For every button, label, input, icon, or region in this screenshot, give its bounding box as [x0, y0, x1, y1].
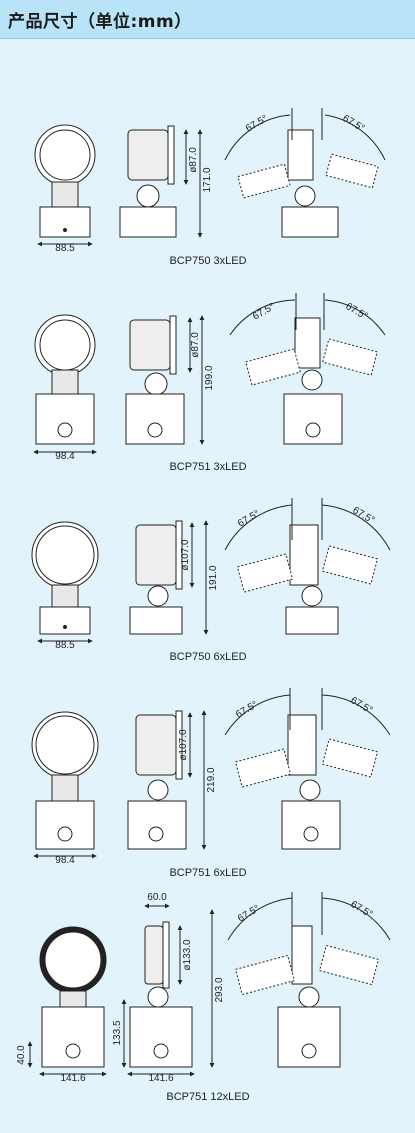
product-5-front-view	[39, 926, 107, 1068]
product-5-width2-label: 141.6	[148, 1073, 173, 1084]
product-1-dia-label: ø87.0	[188, 147, 199, 173]
product-5-base-h-label: 40.0	[16, 1045, 27, 1065]
product-5-angle-left: 67.5°	[236, 903, 262, 924]
product-2-dims	[33, 315, 205, 455]
product-1-side-view	[119, 125, 177, 238]
product-5-dia-label: ø133.0	[182, 939, 193, 971]
product-4-angle-left: 67.5°	[234, 699, 260, 720]
product-1-caption: BCP750 3xLED	[169, 255, 246, 267]
product-5-caption: BCP751 12xLED	[166, 1091, 249, 1103]
product-2-tilt-view	[229, 293, 386, 445]
product-4-front-view	[31, 711, 99, 850]
product-4-caption: BCP751 6xLED	[169, 867, 246, 879]
product-2-angle-right: 67.5°	[344, 301, 370, 322]
product-5-height-label: 293.0	[214, 977, 225, 1002]
product-2-caption: BCP751 3xLED	[169, 461, 246, 473]
product-5-side-view	[129, 921, 193, 1068]
product-5-tilt-view	[227, 892, 391, 1068]
product-1-width-label: 88.5	[55, 243, 75, 254]
product-4-side-view	[127, 710, 187, 850]
product-2-side-view	[125, 315, 185, 445]
product-5-base-total-label: 133.5	[112, 1020, 123, 1045]
product-5-dims	[27, 903, 215, 1077]
product-3-angle-left: 67.5°	[236, 508, 262, 529]
product-1-front-view	[34, 124, 96, 238]
product-1-tilt-view	[224, 108, 386, 238]
product-3-angle-right: 67.5°	[351, 505, 377, 526]
product-1-angle-right: 67.5°	[341, 113, 367, 134]
product-3-side-view	[129, 520, 183, 635]
product-4-width-label: 98.4	[55, 855, 75, 866]
section-title: 产品尺寸（单位:mm）	[8, 12, 192, 32]
product-3-front-view	[31, 521, 99, 635]
product-1-height-dim	[183, 129, 203, 238]
product-3-dia-label: ø107.0	[180, 539, 191, 571]
product-2-dia-label: ø87.0	[190, 332, 201, 358]
product-1-height-label: 171.0	[202, 167, 213, 192]
product-3-height-label: 191.0	[208, 565, 219, 590]
product-4-angle-right: 67.5°	[349, 695, 375, 716]
product-3-width-label: 88.5	[55, 640, 75, 651]
section-header: 产品尺寸（单位:mm）	[0, 0, 415, 39]
product-5-width-label: 141.6	[60, 1073, 85, 1084]
product-4-dims	[33, 710, 207, 859]
product-4-height-label: 219.0	[206, 767, 217, 792]
product-2-height-label: 199.0	[204, 365, 215, 390]
product-4-tilt-view	[224, 688, 391, 850]
product-5-depth-label: 60.0	[147, 892, 167, 903]
product-3-caption: BCP750 6xLED	[169, 651, 246, 663]
product-2-width-label: 98.4	[55, 451, 75, 462]
product-2-front-view	[34, 314, 96, 445]
product-3-tilt-view	[224, 498, 391, 635]
product-3-dims	[37, 520, 209, 644]
product-5-angle-right: 67.5°	[349, 899, 375, 920]
product-2-angle-left: 67.5°	[251, 301, 277, 322]
product-1-angle-left: 67.5°	[244, 113, 270, 134]
product-4-dia-label: ø107.0	[178, 729, 189, 761]
